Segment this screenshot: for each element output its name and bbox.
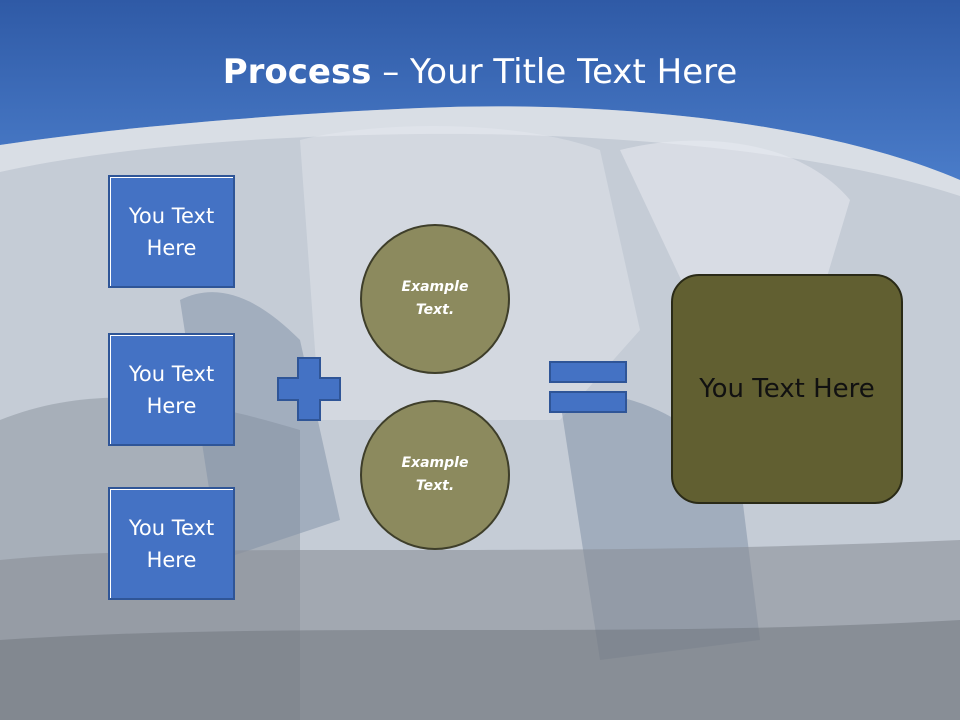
plus-icon (277, 357, 341, 421)
result-label: You Text Here (699, 374, 875, 404)
input-box-1[interactable]: You Text Here (108, 175, 235, 288)
title-rest: – Your Title Text Here (371, 52, 738, 92)
example-circle-1[interactable]: Example Text. (360, 224, 510, 374)
input-box-2[interactable]: You Text Here (108, 333, 235, 446)
example-circle-2[interactable]: Example Text. (360, 400, 510, 550)
input-box-3[interactable]: You Text Here (108, 487, 235, 600)
page-title: Process – Your Title Text Here (0, 52, 960, 92)
result-box[interactable]: You Text Here (671, 274, 903, 504)
circle-label: Example Text. (401, 455, 469, 494)
input-box-label: You Text Here (128, 515, 215, 572)
title-bold: Process (222, 52, 372, 92)
header-banner (0, 0, 960, 196)
circle-label: Example Text. (401, 279, 469, 318)
input-box-label: You Text Here (128, 361, 215, 418)
input-box-label: You Text Here (128, 203, 215, 260)
equals-icon (549, 361, 627, 413)
